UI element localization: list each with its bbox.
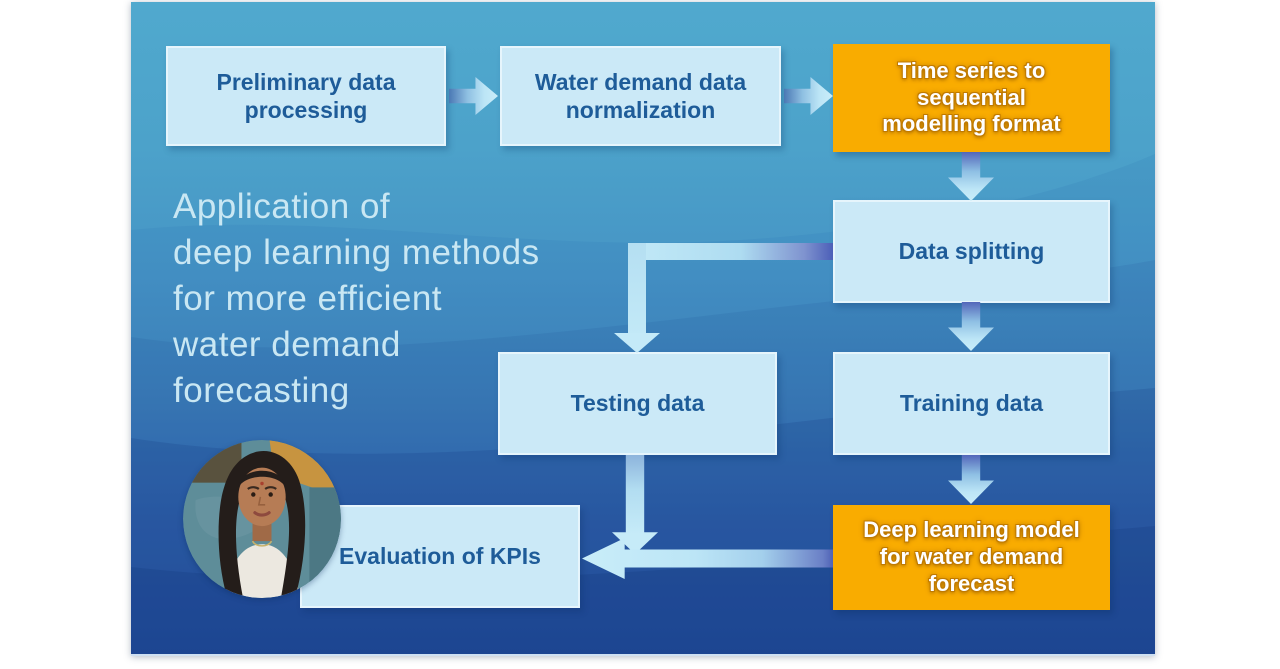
slide-title-line: for more efficient xyxy=(173,279,443,318)
node-time-series-to-sequential: Time series to sequential modelling form… xyxy=(833,44,1110,152)
author-portrait-illustration xyxy=(183,440,341,598)
slide-title-line: forecasting xyxy=(173,371,350,410)
author-portrait-avatar xyxy=(183,440,341,598)
node-data-splitting: Data splitting xyxy=(833,200,1110,303)
node-preliminary-data-processing: Preliminary data processing xyxy=(166,46,446,146)
arrow-splitting-to-testing-vertical-icon xyxy=(628,243,646,335)
slide-canvas: Application of deep learning methods for… xyxy=(131,2,1155,656)
node-training-data: Training data xyxy=(833,352,1110,455)
slide-title: Application of deep learning methods for… xyxy=(173,184,643,414)
node-testing-data: Testing data xyxy=(498,352,777,455)
slide-title-line: Application of xyxy=(173,187,391,226)
node-water-demand-normalization: Water demand data normalization xyxy=(500,46,781,146)
node-evaluation-of-kpis: Evaluation of KPIs xyxy=(300,505,580,608)
node-deep-learning-model: Deep learning model for water demand for… xyxy=(833,505,1110,610)
arrow-splitting-to-testing-horizontal-icon xyxy=(628,243,833,260)
slide-title-line: deep learning methods xyxy=(173,233,540,272)
slide-title-line: water demand xyxy=(173,325,401,364)
